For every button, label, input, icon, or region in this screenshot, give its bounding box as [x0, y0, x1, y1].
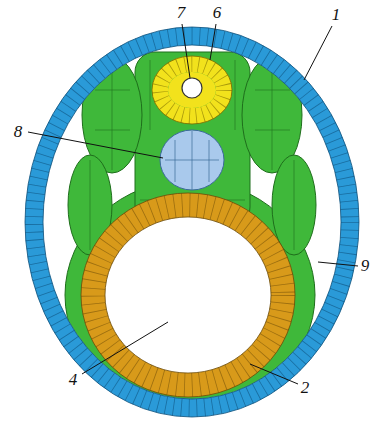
neural-tube	[160, 64, 224, 116]
callout-number: 8	[14, 123, 23, 141]
mesoderm	[65, 52, 316, 410]
notochord-cells	[165, 131, 219, 190]
callout-number: 9	[361, 257, 370, 275]
ectoderm-edge	[43, 45, 341, 399]
endoderm	[93, 205, 283, 385]
neural-tube-inner	[168, 72, 216, 108]
endoderm-cells	[93, 205, 283, 385]
endoderm-edge	[105, 217, 271, 373]
notochord	[160, 130, 224, 190]
ectoderm-cells	[34, 36, 350, 408]
neural-canal	[182, 78, 202, 98]
callout-number: 2	[301, 379, 310, 397]
ectoderm	[34, 36, 350, 408]
callout-number: 4	[69, 371, 78, 389]
ectoderm-edge	[25, 27, 359, 417]
neural-tube-edge	[152, 56, 232, 124]
endoderm-edge	[81, 193, 295, 397]
cavity	[34, 36, 350, 408]
callout-number: 6	[213, 4, 222, 22]
leader-lines	[28, 24, 358, 384]
callout-number: 1	[332, 6, 341, 24]
callout-number: 7	[177, 4, 186, 22]
neural-tube-cells	[160, 64, 224, 116]
